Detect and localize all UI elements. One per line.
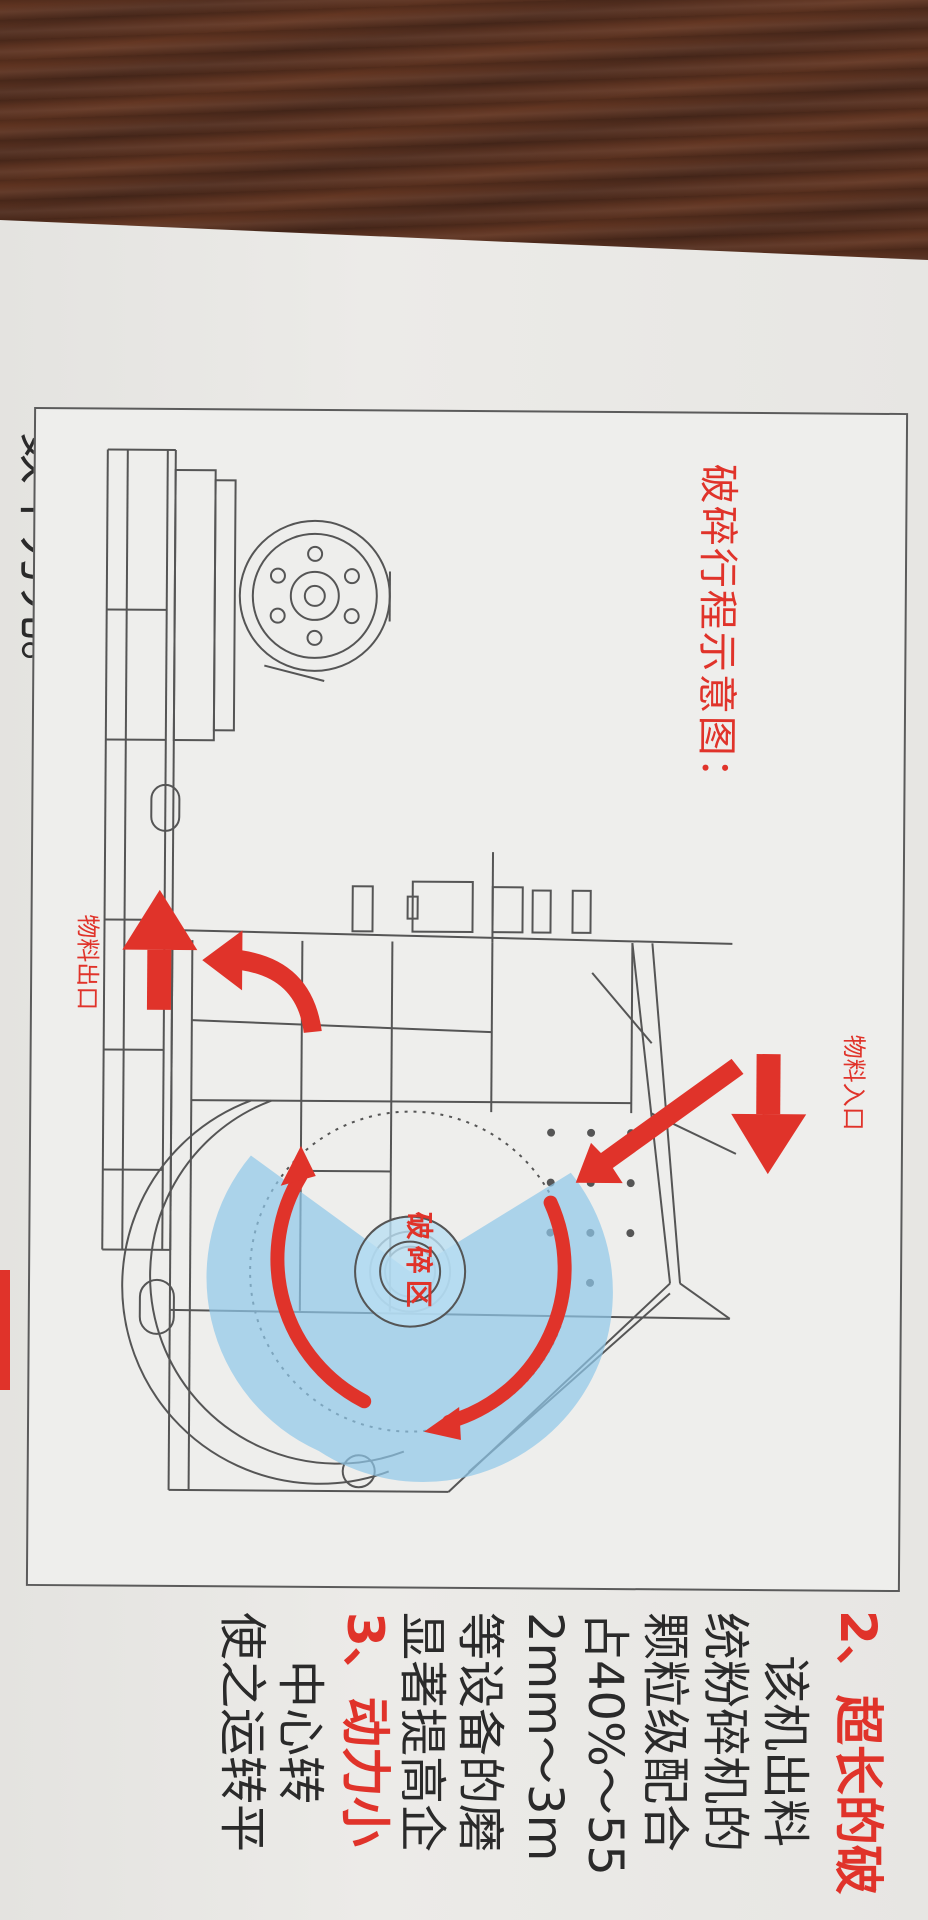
zone-curve-arrow-left <box>270 1168 372 1409</box>
outlet-label: 物料出口 <box>72 914 102 1011</box>
section-3-line-2: 使之运转平 <box>214 1612 270 1853</box>
section-2-line-3: 颗粒级配合 <box>637 1612 693 1853</box>
section-2-line-4: 占40%～55 <box>577 1612 633 1876</box>
section-2-heading: 2、超长的破 <box>829 1610 887 1895</box>
inlet-arrow-head <box>731 1113 807 1175</box>
inlet-label: 物料入口 <box>839 1034 868 1131</box>
zone-curve-arrow-right <box>442 1195 572 1429</box>
outlet-arrow-shaft <box>146 949 172 1010</box>
inlet-arrow-shaft <box>756 1054 781 1115</box>
feed-diagonal-arrow <box>575 1058 744 1184</box>
crushing-zone-label: 破碎区 <box>401 1211 436 1314</box>
section-3-heading: 3、动力小 <box>336 1612 394 1847</box>
crusher-diagram <box>101 448 807 1493</box>
exit-curve-arrow <box>202 930 322 1033</box>
left-red-fragment <box>0 1270 10 1390</box>
section-2-line-1: 该机出料 <box>757 1655 813 1848</box>
section-2-line-5: 2mm～3m <box>517 1612 573 1862</box>
diagram-title: 破碎行程示意图： <box>692 463 741 800</box>
outlet-arrow-head <box>122 889 198 951</box>
section-2-line-2: 统粉碎机的 <box>697 1612 753 1853</box>
crushing-diagram-frame: 破碎行程示意图： 物料入口 物料出口 破碎区 <box>25 406 909 1593</box>
